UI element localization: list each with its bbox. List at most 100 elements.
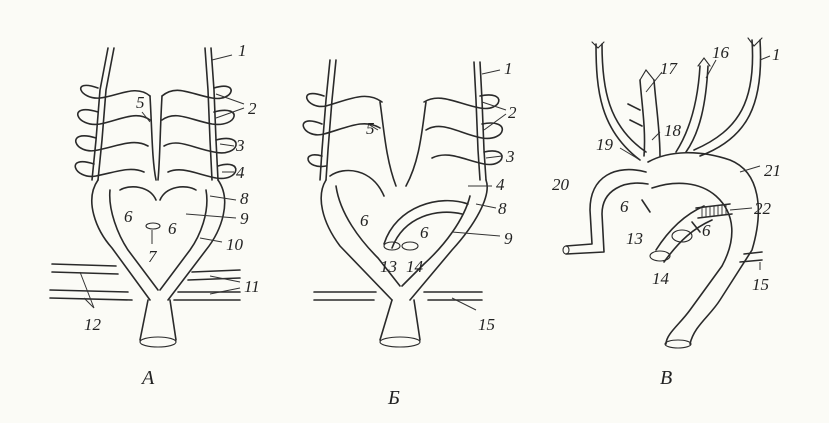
label-6: 6 xyxy=(360,211,369,230)
aorta-trunk xyxy=(139,299,149,341)
label-13: 13 xyxy=(380,257,397,276)
left-carotid-vessel xyxy=(91,47,109,181)
label-1: 1 xyxy=(238,41,247,60)
branch-vessel xyxy=(191,269,241,273)
label-14: 14 xyxy=(652,269,670,288)
label-5: 5 xyxy=(366,119,375,138)
leader-line xyxy=(475,203,497,209)
label-11: 11 xyxy=(244,277,260,296)
branch-vessel xyxy=(51,263,117,267)
arch-coil xyxy=(425,122,504,140)
ventral-aorta xyxy=(379,101,397,187)
label-8: 8 xyxy=(498,199,507,218)
aorta-trunk xyxy=(379,299,393,341)
leader-line xyxy=(209,275,241,295)
label-2: 2 xyxy=(248,99,257,118)
arch-coil xyxy=(423,94,500,110)
leader-line xyxy=(705,59,717,79)
label-6: 6 xyxy=(168,219,177,238)
leader-line xyxy=(481,101,507,131)
arch-coil xyxy=(305,92,383,108)
label-3: 3 xyxy=(235,136,245,155)
arch-coil xyxy=(163,137,237,154)
right-carotid-vessel xyxy=(204,47,213,181)
label-10: 10 xyxy=(226,235,244,254)
common-carotid xyxy=(675,65,701,153)
arch-crossing xyxy=(383,199,469,245)
aorta-opening xyxy=(664,339,692,349)
leader-line xyxy=(645,71,663,93)
arch-coil xyxy=(167,163,237,180)
branch-vessel xyxy=(743,251,763,255)
label-6: 6 xyxy=(420,223,429,242)
label-4: 4 xyxy=(236,163,245,182)
label-15: 15 xyxy=(478,315,495,334)
label-9: 9 xyxy=(504,229,513,248)
leader-line xyxy=(215,93,245,119)
label-16: 16 xyxy=(712,43,730,62)
panel-letter-a: А xyxy=(140,367,155,389)
label-3: 3 xyxy=(505,147,515,166)
vessel-ring xyxy=(401,241,419,251)
label-22: 22 xyxy=(754,199,772,218)
label-13: 13 xyxy=(626,229,643,248)
arch-coil xyxy=(74,160,145,178)
leader-line xyxy=(79,271,95,309)
label-6: 6 xyxy=(702,221,711,240)
right-carotid-vessel xyxy=(473,61,481,181)
leader-line xyxy=(451,231,501,237)
dorsal-aorta-right xyxy=(167,179,226,301)
leader-line xyxy=(651,131,661,141)
arch-coil xyxy=(77,108,151,126)
label-1: 1 xyxy=(504,59,513,78)
dorsal-aorta-left xyxy=(320,179,393,301)
label-20: 20 xyxy=(552,175,570,194)
label-2: 2 xyxy=(508,103,517,122)
aorta-opening xyxy=(139,336,177,348)
arch-coil xyxy=(307,154,327,168)
arch-coil xyxy=(161,109,235,126)
left-carotid-vessel xyxy=(319,59,331,181)
label-9: 9 xyxy=(240,209,249,228)
leader-line xyxy=(739,165,761,173)
label-19: 19 xyxy=(596,135,614,154)
right-carotid-vessel xyxy=(693,39,754,151)
label-8: 8 xyxy=(240,189,249,208)
ductus-hatch xyxy=(701,205,727,218)
panel-letter-v: В xyxy=(660,367,672,389)
aortic-arch xyxy=(647,151,760,345)
leader-line xyxy=(759,55,771,61)
left-subclavian xyxy=(565,168,647,247)
branch-vessel xyxy=(49,289,129,293)
arch-coil xyxy=(161,85,232,100)
label-15: 15 xyxy=(752,275,769,294)
label-4: 4 xyxy=(496,175,505,194)
leader-line xyxy=(199,237,223,243)
arch-coil xyxy=(302,120,381,136)
label-18: 18 xyxy=(664,121,682,140)
leader-line xyxy=(141,111,151,123)
label-6: 6 xyxy=(124,207,133,226)
vessel-ring xyxy=(383,241,401,251)
label-5: 5 xyxy=(136,93,145,112)
leader-line xyxy=(729,207,753,211)
panel-a: 1 2 3 4 5 6 6 7 8 9 10 11 12 А xyxy=(49,41,260,389)
dorsal-aorta-left xyxy=(91,179,151,301)
panel-b: 1 2 3 4 5 6 6 8 9 13 14 15 Б xyxy=(302,59,517,409)
pulmonary-trunk xyxy=(655,205,705,251)
label-7: 7 xyxy=(148,247,158,266)
panel-v: 1 16 17 18 19 20 21 6 22 13 6 14 15 В xyxy=(552,37,781,389)
label-1: 1 xyxy=(772,45,781,64)
label-14: 14 xyxy=(406,257,424,276)
label-12: 12 xyxy=(84,315,102,334)
leader-line xyxy=(367,123,379,131)
arch-coil xyxy=(75,135,149,152)
leader-line xyxy=(185,213,237,219)
left-carotid-vessel xyxy=(595,43,641,161)
vessel-ring xyxy=(145,222,161,230)
ventral-aorta xyxy=(149,95,157,181)
label-21: 21 xyxy=(764,161,781,180)
arch-coil xyxy=(79,84,151,99)
